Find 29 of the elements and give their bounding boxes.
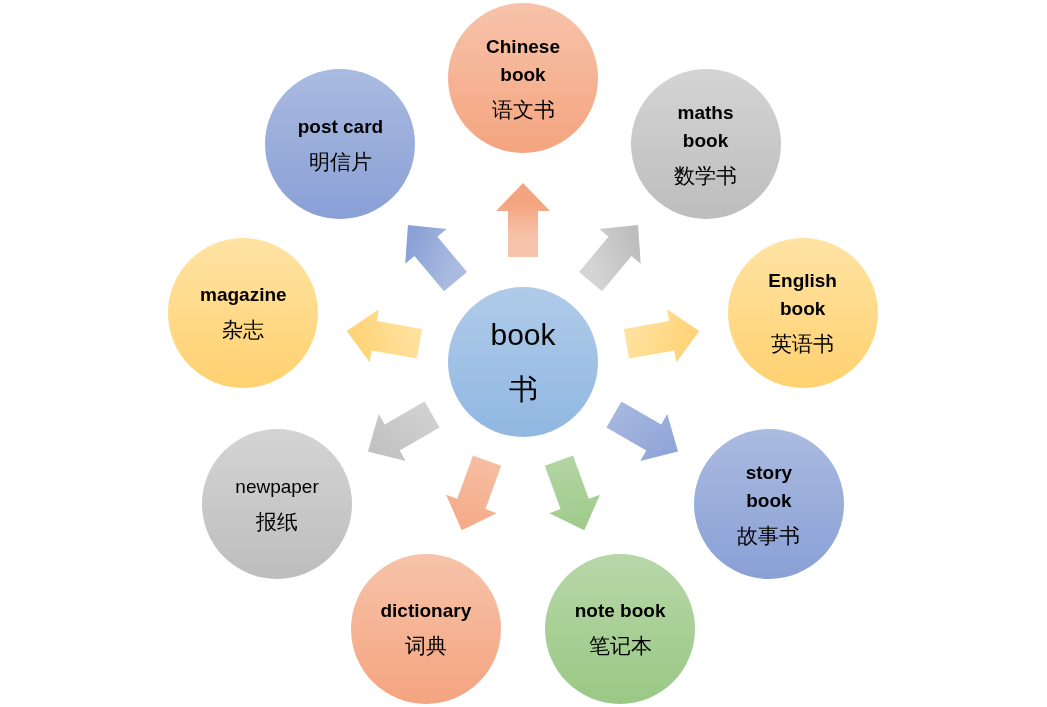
english-label: Chinese book: [485, 34, 561, 87]
english-label: maths book: [676, 100, 735, 153]
chinese-label: 笔记本: [588, 633, 652, 661]
english-label: newpaper: [235, 474, 319, 499]
block-arrow: [368, 401, 440, 461]
english-label: story book: [744, 460, 794, 513]
block-arrow: [496, 183, 550, 257]
english-label: English book: [767, 269, 838, 322]
chinese-label: 英语书: [771, 331, 835, 359]
block-arrow: [544, 455, 600, 531]
english-label: dictionary: [380, 599, 472, 624]
block-arrow: [446, 455, 502, 531]
chinese-label: 语文书: [491, 96, 555, 124]
chinese-label: 明信片: [308, 148, 372, 176]
english-label: magazine: [200, 283, 287, 308]
chinese-label: 书: [508, 371, 538, 408]
block-arrow: [579, 224, 641, 292]
block-arrow: [623, 309, 700, 363]
english-label: note book: [574, 599, 666, 624]
block-arrow: [346, 309, 423, 363]
chinese-label: 故事书: [737, 522, 801, 550]
block-arrow: [606, 401, 678, 461]
chinese-label: 词典: [404, 633, 447, 661]
chinese-label: 数学书: [674, 162, 738, 190]
block-arrow: [405, 224, 467, 292]
english-label: book: [490, 317, 556, 353]
chinese-label: 报纸: [256, 508, 299, 536]
chinese-label: 杂志: [222, 317, 265, 345]
english-label: post card: [297, 114, 384, 139]
